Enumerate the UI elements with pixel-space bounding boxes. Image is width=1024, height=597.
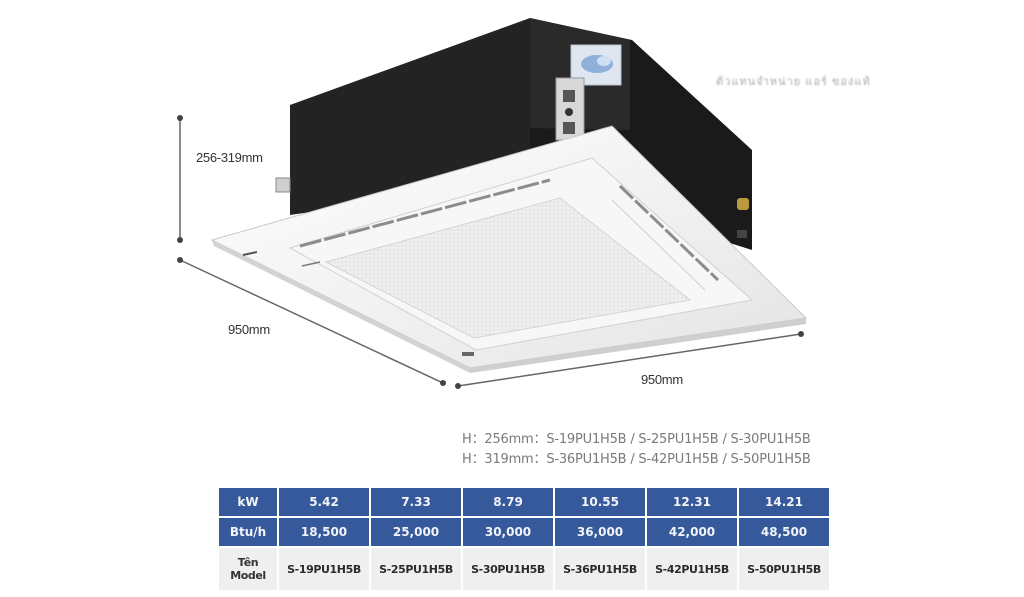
table-cell: 8.79 — [461, 486, 555, 518]
height-dimension-label: 256-319mm — [196, 150, 263, 165]
cassette-air-conditioner-illustration — [177, 18, 808, 389]
width-dimension-label: 950mm — [641, 372, 683, 387]
row-label-model-line1: Tên — [237, 556, 259, 569]
table-row-kw: kW 5.42 7.33 8.79 10.55 12.31 14.21 — [217, 486, 831, 518]
table-cell: S-19PU1H5B — [277, 546, 371, 592]
table-cell: 18,500 — [277, 516, 371, 548]
width-dimension-line — [455, 331, 804, 389]
table-cell: 14.21 — [737, 486, 831, 518]
table-cell: 48,500 — [737, 516, 831, 548]
depth-dimension-label: 950mm — [228, 322, 270, 337]
table-cell: 10.55 — [553, 486, 647, 518]
side-bracket-icon — [275, 177, 291, 193]
watermark-text: ตัวแทนจำหน่าย แอร์ ของแท้ — [716, 76, 871, 88]
table-cell: S-50PU1H5B — [737, 546, 831, 592]
table-cell: 5.42 — [277, 486, 371, 518]
height-note-319: H：319mm：S-36PU1H5B / S-42PU1H5B / S-50PU… — [462, 452, 811, 467]
row-label-btu: Btu/h — [217, 516, 279, 548]
row-label-kw: kW — [217, 486, 279, 518]
table-cell: 12.31 — [645, 486, 739, 518]
table-cell: S-42PU1H5B — [645, 546, 739, 592]
brass-valve-icon — [737, 198, 749, 238]
table-cell: 36,000 — [553, 516, 647, 548]
table-cell: 7.33 — [369, 486, 463, 518]
height-note-256: H：256mm：S-19PU1H5B / S-25PU1H5B / S-30PU… — [462, 432, 811, 447]
table-cell: S-25PU1H5B — [369, 546, 463, 592]
table-cell: 42,000 — [645, 516, 739, 548]
table-cell: S-36PU1H5B — [553, 546, 647, 592]
table-cell: S-30PU1H5B — [461, 546, 555, 592]
table-cell: 30,000 — [461, 516, 555, 548]
row-label-model-line2: Model — [230, 569, 266, 582]
table-row-model: Tên Model S-19PU1H5B S-25PU1H5B S-30PU1H… — [217, 546, 831, 592]
cassette-panel — [210, 125, 808, 373]
spec-table: kW 5.42 7.33 8.79 10.55 12.31 14.21 Btu/… — [217, 486, 831, 592]
depth-dimension-line — [177, 257, 446, 386]
row-label-model: Tên Model — [217, 546, 279, 592]
hanging-bracket-icon — [555, 77, 585, 141]
height-dimension-line — [177, 115, 183, 243]
table-cell: 25,000 — [369, 516, 463, 548]
height-notes: H：256mm：S-19PU1H5B / S-25PU1H5B / S-30PU… — [462, 430, 811, 470]
table-row-btu: Btu/h 18,500 25,000 30,000 36,000 42,000… — [217, 516, 831, 548]
